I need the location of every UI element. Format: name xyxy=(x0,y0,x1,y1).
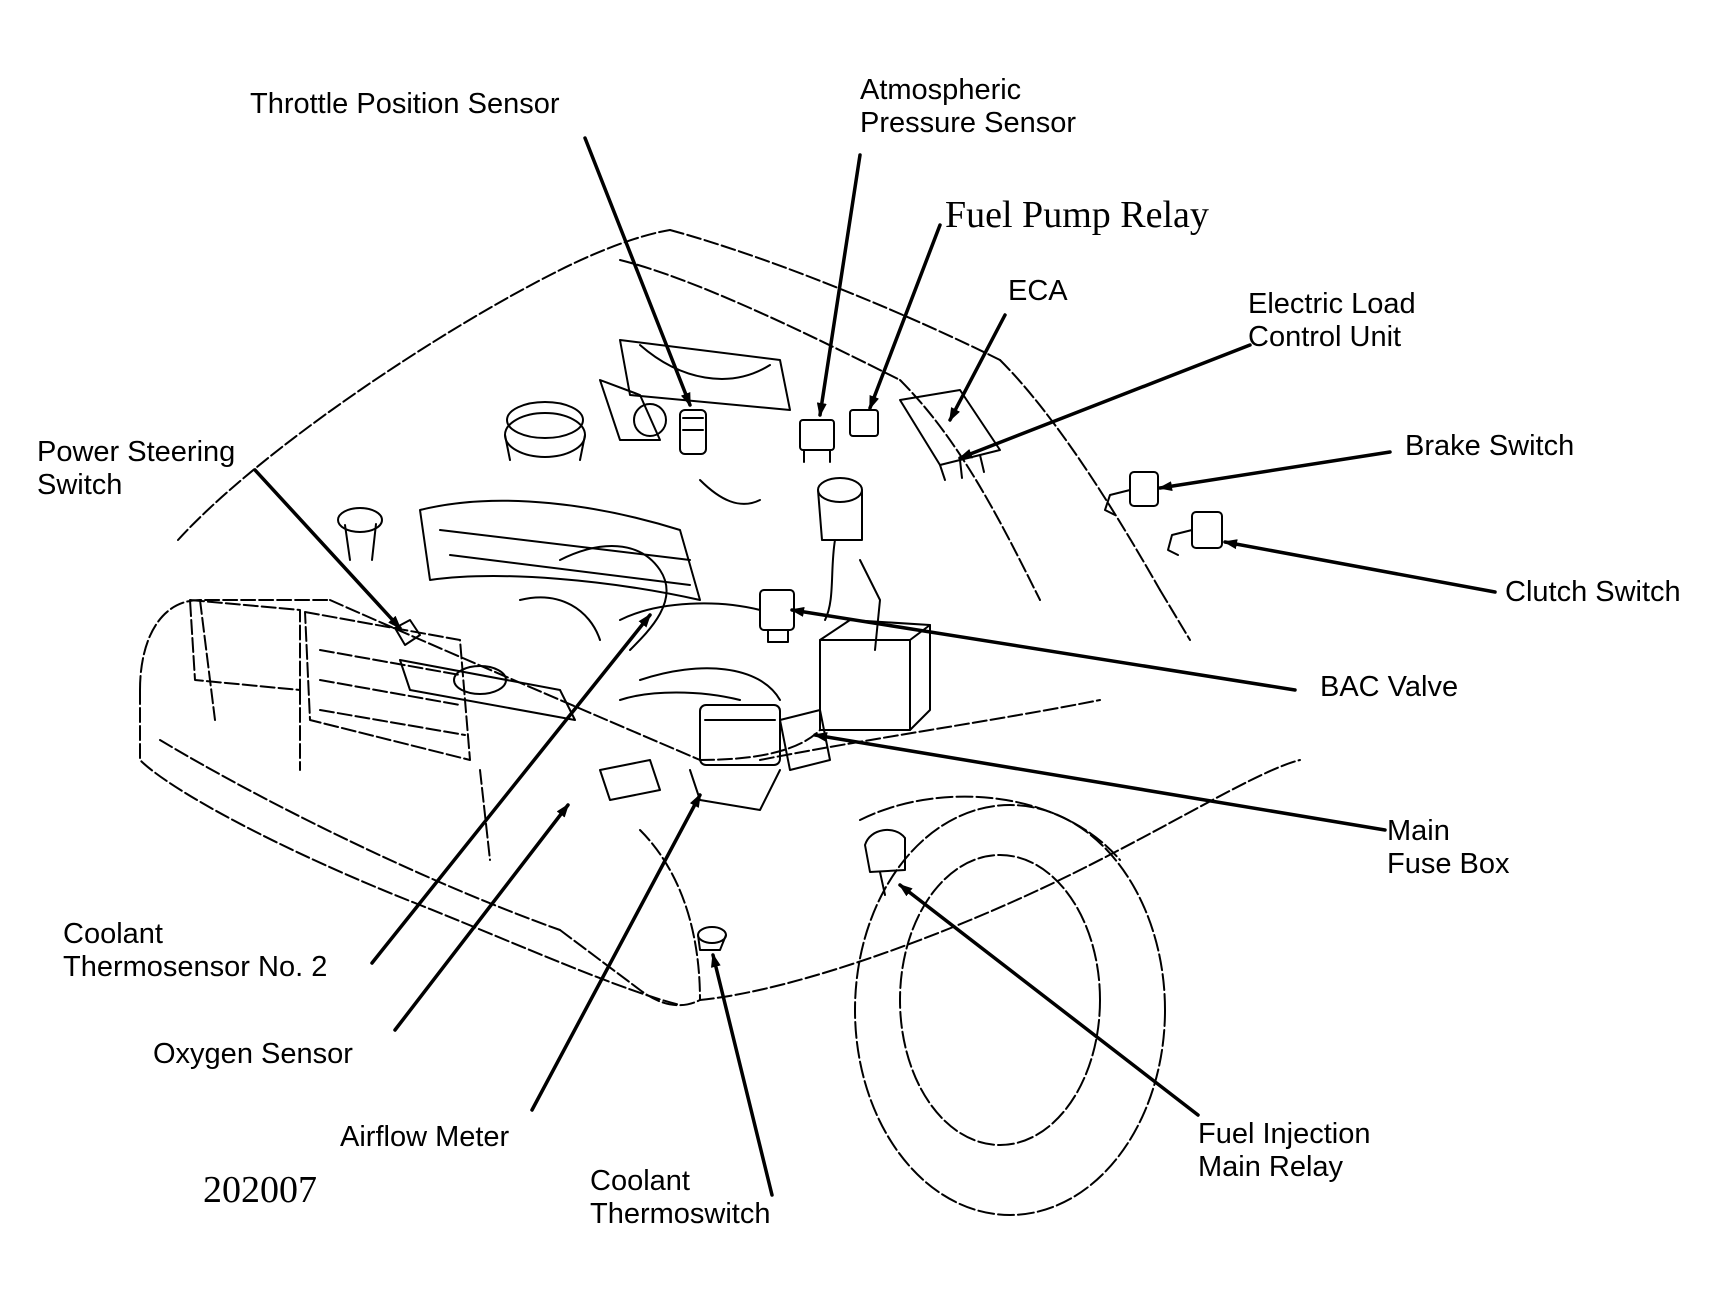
label-brake-switch: Brake Switch xyxy=(1405,430,1574,463)
label-line: Coolant xyxy=(63,918,163,950)
arrow-eca xyxy=(948,313,1007,422)
arrow-bac-valve xyxy=(790,606,1297,692)
label-line: Control Unit xyxy=(1248,321,1402,353)
vehicle-body-outline xyxy=(139,229,1301,1007)
label-line: Fuse Box xyxy=(1387,848,1510,880)
arrow-throttle-position-sensor xyxy=(583,136,692,407)
label-bac-valve: BAC Valve xyxy=(1320,671,1458,704)
label-line: Fuel Pump Relay xyxy=(945,194,1209,236)
label-line: Clutch Switch xyxy=(1505,576,1681,608)
label-fuel-injection-main-relay: Fuel Injection Main Relay xyxy=(1198,1118,1371,1184)
arrow-electric-load-control-unit xyxy=(958,343,1252,460)
label-line: Atmospheric xyxy=(860,74,1022,106)
label-oxygen-sensor: Oxygen Sensor xyxy=(153,1038,353,1071)
label-power-steering-switch: Power Steering Switch xyxy=(37,436,235,502)
label-clutch-switch: Clutch Switch xyxy=(1505,576,1681,609)
label-atmospheric-pressure-sensor: Atmospheric Pressure Sensor xyxy=(860,74,1076,140)
label-line: Main xyxy=(1387,815,1450,847)
label-fuel-pump-relay: Fuel Pump Relay xyxy=(945,195,1209,235)
arrow-airflow-meter xyxy=(530,793,702,1112)
arrow-oxygen-sensor xyxy=(393,803,570,1032)
label-line: Electric Load xyxy=(1248,288,1416,320)
label-line: Pressure Sensor xyxy=(860,107,1076,139)
label-throttle-position-sensor: Throttle Position Sensor xyxy=(250,88,559,121)
label-line: Switch xyxy=(37,469,123,501)
figure-id: 202007 xyxy=(203,1169,317,1211)
label-airflow-meter: Airflow Meter xyxy=(340,1121,509,1154)
label-line: Brake Switch xyxy=(1405,430,1575,462)
label-line: Airflow Meter xyxy=(340,1121,510,1153)
label-line: Power Steering xyxy=(37,436,236,468)
label-line: Throttle Position Sensor xyxy=(250,88,560,120)
arrow-clutch-switch xyxy=(1223,539,1497,594)
arrow-fuel-injection-main-relay xyxy=(898,883,1200,1117)
label-coolant-thermosensor-no2: Coolant Thermosensor No. 2 xyxy=(63,918,327,984)
label-line: Thermosensor No. 2 xyxy=(63,951,328,983)
label-line: Oxygen Sensor xyxy=(153,1038,353,1070)
arrow-atmospheric-pressure-sensor xyxy=(816,153,862,417)
label-line: Fuel Injection xyxy=(1198,1118,1371,1150)
label-line: Thermoswitch xyxy=(590,1198,771,1230)
engine-bay-components xyxy=(337,339,1223,951)
label-line: Main Relay xyxy=(1198,1151,1344,1183)
label-electric-load-control-unit: Electric Load Control Unit xyxy=(1248,288,1416,354)
leader-arrows xyxy=(253,136,1497,1197)
arrow-brake-switch xyxy=(1158,450,1392,492)
label-line: Coolant xyxy=(590,1165,690,1197)
label-eca: ECA xyxy=(1008,275,1068,308)
figure-number: 202007 xyxy=(203,1170,317,1210)
label-coolant-thermoswitch: Coolant Thermoswitch xyxy=(590,1165,771,1231)
arrow-coolant-thermosensor-no2 xyxy=(370,613,652,965)
label-main-fuse-box: Main Fuse Box xyxy=(1387,815,1510,881)
arrow-power-steering-switch xyxy=(253,468,402,630)
label-line: BAC Valve xyxy=(1320,671,1459,703)
arrow-fuel-pump-relay xyxy=(868,223,942,410)
front-wheel xyxy=(854,795,1166,1216)
arrow-coolant-thermoswitch xyxy=(711,953,774,1197)
arrow-main-fuse-box xyxy=(813,732,1387,832)
label-line: ECA xyxy=(1008,275,1068,307)
